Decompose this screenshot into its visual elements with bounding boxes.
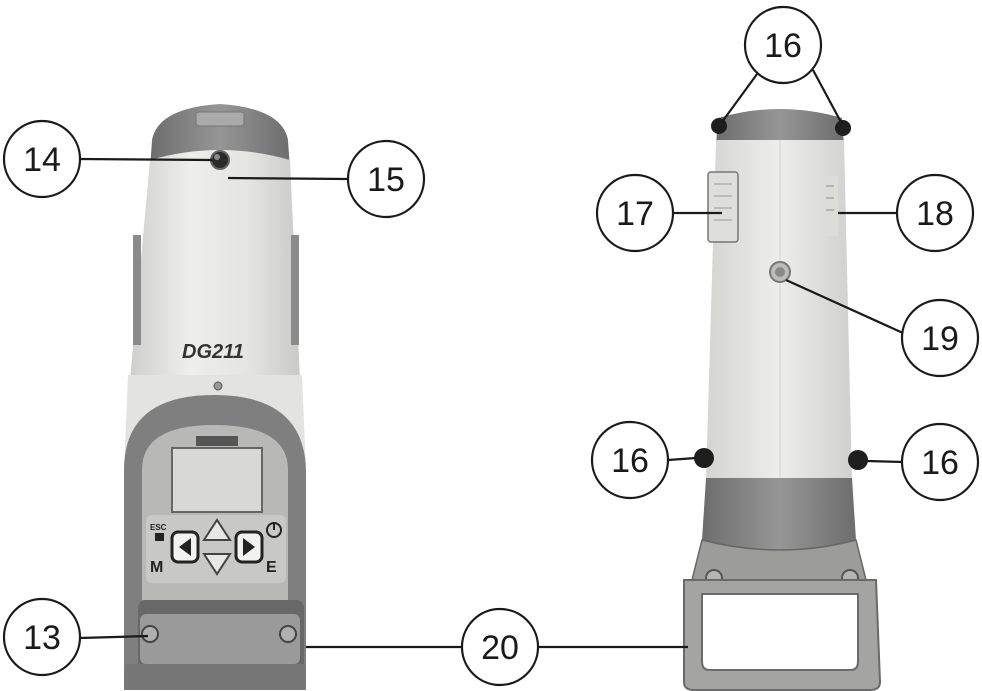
model-label: DG211 <box>182 341 244 363</box>
e-key-label: E <box>266 559 277 576</box>
knob-bottom-left <box>694 448 714 468</box>
up-arrow-key <box>202 518 232 541</box>
front-aperture-highlight <box>214 154 220 160</box>
front-base-opening <box>140 614 300 664</box>
front-main-body <box>130 150 300 380</box>
front-base-screw-left <box>141 625 159 643</box>
callout-16-bottom-right: 16 <box>900 422 980 502</box>
callout-14: 14 <box>2 119 82 199</box>
callouts: 13 14 15 16 16 16 17 18 <box>2 5 980 687</box>
callout-20: 20 <box>460 607 540 687</box>
callout-15: 15 <box>346 139 426 219</box>
front-handle-bar <box>124 664 306 690</box>
svg-text:15: 15 <box>367 161 405 199</box>
front-display-clip <box>196 436 238 446</box>
lock-icon <box>155 533 164 541</box>
callout-16-bottom-left: 16 <box>590 420 670 500</box>
front-display <box>171 447 263 513</box>
rear-base-plate <box>691 539 867 581</box>
svg-text:16: 16 <box>611 442 649 480</box>
esc-key-label: ESC <box>150 523 167 532</box>
rear-view-device <box>683 109 882 691</box>
svg-text:18: 18 <box>916 195 954 233</box>
svg-text:17: 17 <box>616 195 654 233</box>
svg-text:16: 16 <box>921 444 959 482</box>
front-cap-window <box>195 111 245 127</box>
rear-top-cap <box>716 109 844 145</box>
leader-19 <box>785 278 904 335</box>
leader-16-top-right <box>812 69 843 125</box>
leader-16-top-left <box>721 69 761 123</box>
svg-text:20: 20 <box>481 629 519 667</box>
rear-label-left <box>707 171 739 243</box>
front-side-stripe-right <box>291 235 299 345</box>
knob-bottom-right <box>848 450 868 470</box>
svg-text:14: 14 <box>23 141 61 179</box>
left-arrow-icon <box>179 538 191 556</box>
callout-13: 13 <box>2 597 82 677</box>
rear-handle <box>683 579 882 691</box>
down-arrow-key <box>202 553 232 576</box>
rear-main-body <box>706 140 852 480</box>
callout-16-top: 16 <box>743 5 823 85</box>
leader-16-bottom-right <box>865 459 905 464</box>
front-screw <box>213 381 223 391</box>
tripod-thread-hole <box>775 267 785 277</box>
leader-16-bottom-left <box>667 456 697 462</box>
callout-18: 18 <box>895 173 975 253</box>
m-key-label: M <box>150 559 163 576</box>
svg-text:19: 19 <box>921 320 959 358</box>
front-aperture <box>210 150 230 170</box>
leader-lines <box>79 69 905 649</box>
front-keypad: ESC M E <box>146 515 286 583</box>
callout-19: 19 <box>900 298 980 378</box>
leader-14 <box>79 157 213 162</box>
front-side-stripe-left <box>133 235 141 345</box>
front-base-screw-right <box>279 625 297 643</box>
knob-top-left <box>711 118 727 134</box>
front-view-device: DG211 ESC M E <box>124 104 306 690</box>
right-arrow-icon <box>243 538 255 556</box>
knob-top-right <box>835 120 851 136</box>
rear-label-right <box>822 176 838 236</box>
leader-15 <box>227 176 349 181</box>
callout-17: 17 <box>595 173 675 253</box>
rear-lower-cap <box>702 478 856 550</box>
svg-text:13: 13 <box>23 619 61 657</box>
power-icon <box>266 522 282 538</box>
leader-13 <box>79 634 149 640</box>
svg-text:16: 16 <box>764 27 802 65</box>
